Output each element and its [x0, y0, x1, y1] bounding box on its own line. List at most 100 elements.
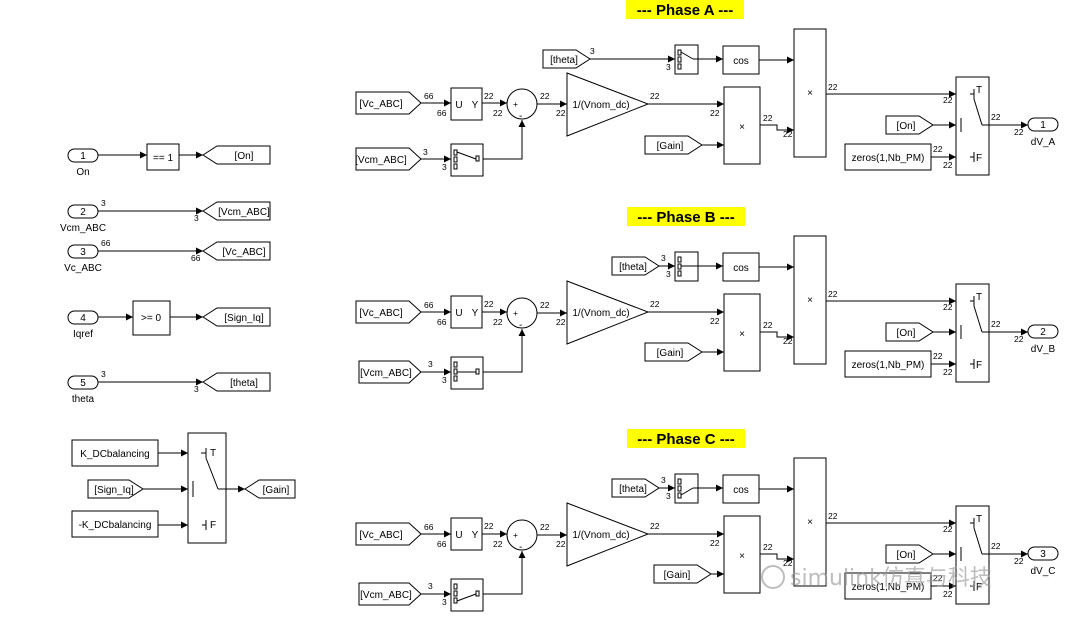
sum-block-c[interactable]: + -	[506, 519, 538, 553]
svg-text:3: 3	[666, 269, 671, 279]
svg-text:-: -	[519, 542, 522, 553]
from-vcm-abc-c[interactable]: [Vcm_ABC]	[358, 582, 422, 606]
inport-vc-abc[interactable]: 3 Vc_ABC	[64, 244, 102, 274]
from-sign-iq[interactable]: [Sign_Iq]	[87, 479, 144, 499]
outport-dv-a[interactable]: 1 dV_A	[1027, 117, 1059, 148]
svg-text:22: 22	[991, 541, 1001, 551]
svg-text:22: 22	[943, 302, 953, 312]
unit-delay-c[interactable]: U Y	[450, 517, 483, 551]
goto-theta[interactable]: [theta]	[202, 372, 271, 392]
phase-c-title: --- Phase C ---	[627, 429, 745, 448]
svg-text:3: 3	[194, 384, 199, 394]
sum-block-b[interactable]: + -	[506, 297, 538, 331]
constant-k-dcbalancing[interactable]: K_DCbalancing	[71, 439, 159, 467]
selector-vcm-b[interactable]	[450, 356, 484, 390]
from-gain-c[interactable]: [Gain]	[653, 564, 712, 584]
cos-block-a[interactable]: cos	[722, 45, 760, 75]
svg-text:Iqref: Iqref	[73, 329, 93, 340]
from-on-c[interactable]: [On]	[885, 544, 934, 564]
svg-text:22: 22	[484, 521, 494, 531]
svg-text:1/(Vnom_dc): 1/(Vnom_dc)	[572, 100, 629, 111]
svg-text:2: 2	[1040, 327, 1046, 338]
from-on-b[interactable]: [On]	[885, 322, 934, 342]
svg-text:3: 3	[661, 475, 666, 485]
svg-text:66: 66	[437, 539, 447, 549]
from-on-a[interactable]: [On]	[885, 115, 934, 135]
from-gain-a[interactable]: [Gain]	[644, 135, 703, 155]
svg-text:22: 22	[650, 91, 660, 101]
svg-text:22: 22	[943, 160, 953, 170]
svg-text:On: On	[76, 167, 89, 178]
svg-text:3: 3	[442, 162, 447, 172]
from-theta-b[interactable]: [theta]	[611, 256, 660, 276]
svg-text:22: 22	[493, 108, 503, 118]
selector-theta-c[interactable]	[674, 473, 699, 504]
constant-zeros-c[interactable]: zeros(1,Nb_PM)	[844, 572, 932, 600]
svg-text:22: 22	[710, 316, 720, 326]
svg-text:3: 3	[101, 198, 106, 208]
product-block-c2[interactable]: ×	[793, 457, 827, 587]
selector-vcm-a[interactable]	[450, 143, 484, 177]
svg-text:3: 3	[428, 359, 433, 369]
selector-theta-a[interactable]	[674, 44, 699, 75]
svg-text:F: F	[976, 582, 982, 593]
switch-a[interactable]: T F	[955, 76, 990, 176]
constant-neg-k-dcbalancing[interactable]: -K_DCbalancing	[71, 510, 159, 538]
cos-block-c[interactable]: cos	[722, 474, 760, 504]
from-gain-b[interactable]: [Gain]	[644, 342, 703, 362]
inport-on[interactable]: 1 On	[67, 148, 99, 178]
svg-text:22: 22	[540, 91, 550, 101]
inport-vcm-abc[interactable]: 2 Vcm_ABC	[60, 204, 106, 234]
svg-text:== 1: == 1	[153, 153, 173, 164]
inport-theta[interactable]: 5 theta	[67, 375, 99, 405]
svg-text:3: 3	[666, 62, 671, 72]
from-vc-abc-a[interactable]: [Vc_ABC]	[355, 91, 422, 115]
svg-text:66: 66	[424, 522, 434, 532]
compare-eq1-block[interactable]: == 1	[146, 143, 180, 171]
selector-vcm-c[interactable]	[450, 578, 484, 612]
inport-iqref[interactable]: 4 Iqref	[67, 310, 99, 340]
gain-block-c[interactable]: 1/(Vnom_dc)	[566, 502, 650, 567]
outport-dv-b[interactable]: 2 dV_B	[1027, 324, 1059, 355]
outport-dv-c[interactable]: 3 dV_C	[1027, 546, 1059, 577]
product-block-a1[interactable]: ×	[723, 86, 761, 165]
switch-gain[interactable]: T F	[187, 432, 227, 544]
goto-gain[interactable]: [Gain]	[244, 479, 296, 499]
svg-text:22: 22	[943, 95, 953, 105]
product-block-a2[interactable]: ×	[793, 28, 827, 158]
gain-block-a[interactable]: 1/(Vnom_dc)	[566, 72, 650, 137]
constant-zeros-b[interactable]: zeros(1,Nb_PM)	[844, 350, 932, 378]
constant-zeros-a[interactable]: zeros(1,Nb_PM)	[844, 143, 932, 171]
product-block-b2[interactable]: ×	[793, 235, 827, 365]
from-vcm-abc-b[interactable]: [Vcm_ABC]	[358, 360, 422, 384]
selector-theta-b[interactable]	[674, 251, 699, 282]
svg-text:22: 22	[710, 108, 720, 118]
from-vcm-abc-a[interactable]: [Vcm_ABC]	[355, 147, 422, 171]
svg-text:3: 3	[80, 247, 86, 258]
unit-delay-b[interactable]: U Y	[450, 295, 483, 329]
goto-vcm-abc[interactable]: [Vcm_ABC]	[202, 201, 271, 221]
goto-on[interactable]: [On]	[202, 145, 271, 165]
cos-block-b[interactable]: cos	[722, 252, 760, 282]
svg-text:[Vc_ABC]: [Vc_ABC]	[359, 530, 403, 541]
from-vc-abc-c[interactable]: [Vc_ABC]	[355, 522, 422, 546]
product-block-b1[interactable]: ×	[723, 293, 761, 372]
switch-c[interactable]: T F	[955, 505, 990, 605]
compare-ge0-block[interactable]: >= 0	[132, 300, 171, 336]
goto-vc-abc[interactable]: [Vc_ABC]	[202, 241, 271, 261]
svg-text:22: 22	[763, 542, 773, 552]
from-theta-a[interactable]: [theta]	[542, 49, 591, 69]
svg-text:66: 66	[437, 108, 447, 118]
svg-text:[Gain]: [Gain]	[263, 485, 290, 496]
switch-b[interactable]: T F	[955, 283, 990, 383]
from-theta-c[interactable]: [theta]	[611, 478, 660, 498]
product-block-c1[interactable]: ×	[723, 515, 761, 594]
unit-delay-a[interactable]: U Y	[450, 87, 483, 121]
from-vc-abc-b[interactable]: [Vc_ABC]	[355, 300, 422, 324]
svg-text:F: F	[976, 360, 982, 371]
svg-text:4: 4	[80, 313, 86, 324]
goto-sign-iq[interactable]: [Sign_Iq]	[202, 307, 271, 327]
svg-text:22: 22	[556, 539, 566, 549]
gain-block-b[interactable]: 1/(Vnom_dc)	[566, 280, 650, 345]
sum-block-a[interactable]: + -	[506, 88, 538, 122]
